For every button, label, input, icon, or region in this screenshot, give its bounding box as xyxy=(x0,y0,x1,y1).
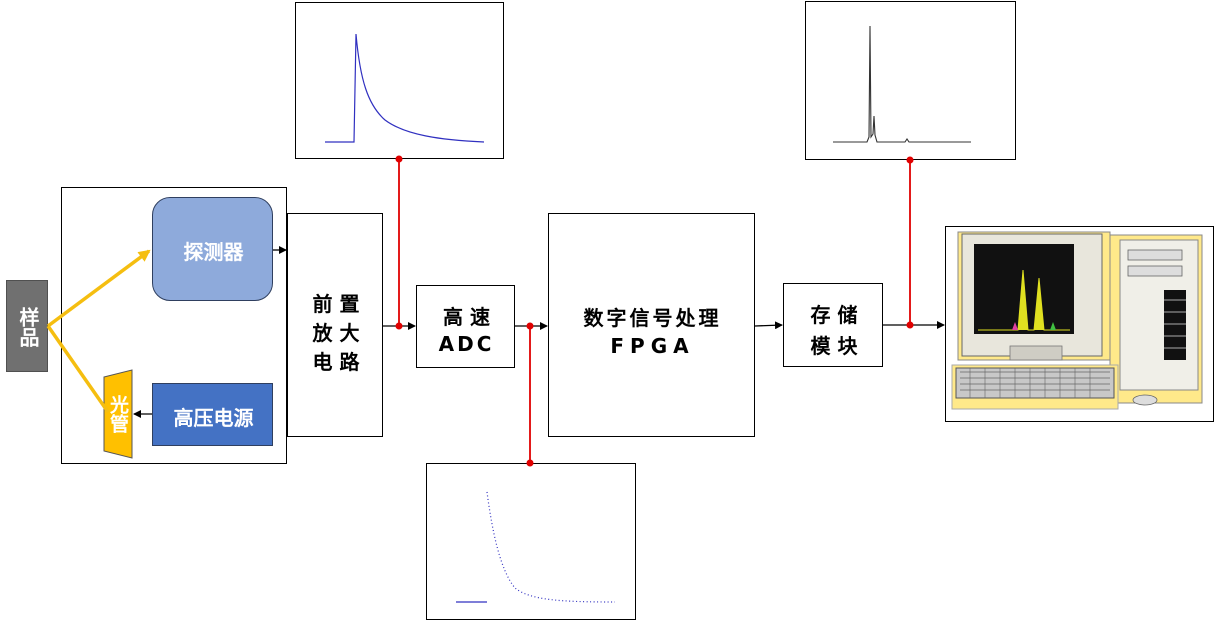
probe-dot-preamp-bottom xyxy=(395,322,403,330)
spectrum-panel xyxy=(805,1,1016,160)
spectrum-waveform xyxy=(833,25,971,143)
preamp-line1: 前 置 xyxy=(312,292,360,316)
fpga-line2: FPGA xyxy=(610,334,695,358)
sample-label: 样品 xyxy=(16,307,40,347)
storage-line1: 存 储 xyxy=(810,303,858,327)
adc-sampled-waveform xyxy=(486,491,616,603)
fpga-line1: 数字信号处理 xyxy=(583,306,722,330)
xray-tube-shape xyxy=(103,369,133,459)
adc-line2: ADC xyxy=(438,332,495,356)
fpga-to-storage-arrow xyxy=(754,321,783,330)
hv-supply-label: 高压电源 xyxy=(173,406,254,430)
probe-dot-preamp-top xyxy=(395,155,403,163)
probe-dot-adc-top xyxy=(526,322,534,330)
storage-line2: 模 块 xyxy=(810,334,858,358)
beam-from-tube xyxy=(46,324,110,414)
desktop-computer-icon xyxy=(951,231,1203,410)
storage-box: 存 储 模 块 xyxy=(783,283,883,367)
detector-box: 探测器 xyxy=(152,197,273,301)
hv-supply-box: 高压电源 xyxy=(152,383,273,446)
preamp-pulse-waveform xyxy=(325,33,485,143)
fpga-box: 数字信号处理 FPGA xyxy=(548,213,755,437)
sample-box: 样品 xyxy=(6,280,48,372)
adc-box: 高 速 ADC xyxy=(416,285,515,368)
detector-label: 探测器 xyxy=(183,240,244,264)
preamp-line3: 电 路 xyxy=(312,350,360,374)
probe-dot-adc-bottom xyxy=(526,459,534,467)
adc-line1: 高 速 xyxy=(443,305,490,329)
preamp-box: 前 置 放 大 电 路 xyxy=(287,213,383,437)
preamp-line2: 放 大 xyxy=(312,321,360,345)
xray-tube-label: 光管 xyxy=(107,395,129,433)
probe-dot-storage-bottom xyxy=(906,321,914,329)
probe-dot-storage-top xyxy=(906,156,914,164)
adc-waveform-panel xyxy=(426,463,636,620)
beam-to-detector xyxy=(46,249,151,328)
